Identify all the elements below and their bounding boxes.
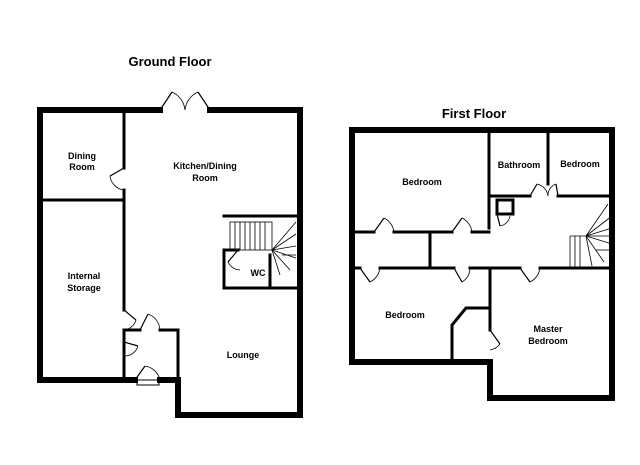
ground-floor-outer-wall — [37, 107, 303, 418]
dining-door — [109, 167, 125, 191]
dining-room-label-line1: Dining — [68, 151, 96, 161]
wardrobe-door — [489, 329, 501, 351]
wc-door — [227, 249, 241, 271]
bedroom-top-left-label: Bedroom — [402, 177, 442, 187]
wc-label: WC — [251, 268, 266, 278]
master-bedroom-door — [519, 267, 541, 283]
first-floor-outer-wall — [349, 127, 615, 401]
internal-storage-label-line2: Storage — [67, 283, 101, 293]
ground-staircase — [229, 221, 297, 276]
bedroom-top-right-label: Bedroom — [560, 159, 600, 169]
bedroom-bottom-left-label: Bedroom — [385, 310, 425, 320]
lounge-label: Lounge — [227, 350, 260, 360]
first-floor-title: First Floor — [442, 106, 506, 121]
master-bedroom-label-line2: Bedroom — [528, 336, 568, 346]
bedroom-top-left-door — [373, 217, 395, 233]
ground-french-doors — [159, 91, 211, 111]
cupboard-small-door — [496, 213, 511, 227]
bathroom-label: Bathroom — [498, 160, 541, 170]
landing-cupboard — [495, 198, 515, 216]
wardrobe-wall — [450, 306, 492, 364]
hall-door — [139, 313, 161, 331]
cupboard-door — [123, 341, 139, 357]
front-door — [134, 365, 161, 386]
first-staircase — [569, 203, 613, 268]
master-bedroom-label-line1: Master — [533, 324, 563, 334]
kitchen-dining-label-line2: Room — [192, 173, 218, 183]
bedroom-top-right-door — [547, 183, 559, 197]
ground-floor-title: Ground Floor — [128, 54, 211, 69]
bedroom-bottom-door-2 — [453, 267, 471, 283]
bathroom-door — [529, 183, 549, 197]
internal-storage-label-line1: Internal — [68, 271, 101, 281]
bedroom-bottom-left-door — [359, 267, 381, 283]
kitchen-dining-label-line1: Kitchen/Dining — [173, 161, 237, 171]
storage-door — [123, 309, 137, 331]
dining-room-label-line2: Room — [69, 162, 95, 172]
first-floor: First Floor — [349, 106, 615, 401]
landing-door-top — [451, 217, 473, 233]
ground-floor: Ground Floor — [37, 54, 303, 418]
